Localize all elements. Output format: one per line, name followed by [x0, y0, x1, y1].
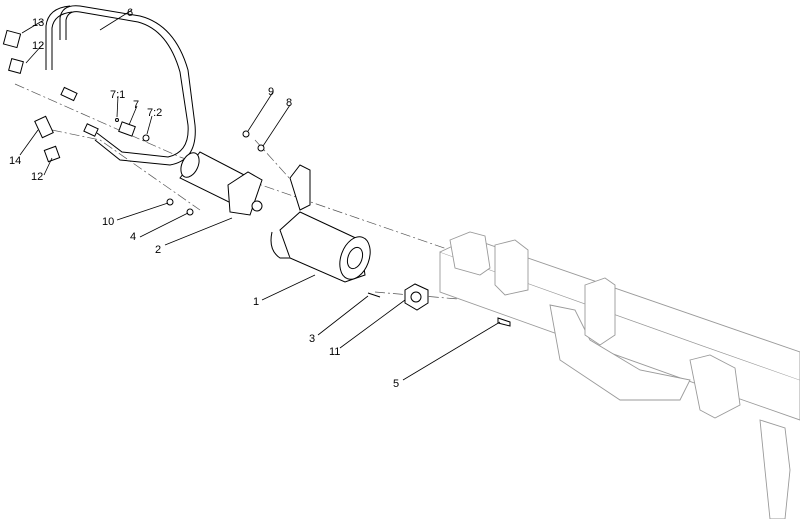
- callout-9: 9: [268, 86, 274, 98]
- callout-3: 3: [309, 333, 315, 345]
- callout-12-bottom: 12: [31, 171, 43, 183]
- small-hardware: [166, 130, 511, 327]
- callout-8: 8: [286, 97, 292, 109]
- mount-tube: [270, 164, 371, 283]
- callout-14: 14: [9, 155, 21, 167]
- callout-labels: 13 12 6 7:1 7 7:2 9 8 14 12 10 4 2 1 3 1…: [9, 7, 399, 390]
- callout-10: 10: [102, 216, 114, 228]
- callout-6: 6: [127, 7, 133, 19]
- hydraulic-hoses: [45, 5, 196, 166]
- callout-7-1: 7:1: [110, 89, 125, 101]
- callout-11: 11: [329, 346, 340, 358]
- leader-lines: [19, 9, 501, 381]
- callout-4: 4: [130, 231, 136, 243]
- callout-7: 7: [133, 99, 139, 111]
- callout-12-top: 12: [32, 40, 44, 52]
- callout-5: 5: [393, 378, 399, 390]
- callout-2: 2: [155, 244, 161, 256]
- callout-13: 13: [32, 17, 44, 29]
- callout-7-2: 7:2: [147, 107, 162, 119]
- hex-nut: [404, 283, 429, 311]
- callout-1: 1: [253, 296, 259, 308]
- hydraulic-motor: [179, 151, 263, 216]
- fittings: [2, 29, 150, 163]
- frame-ghost: [439, 231, 800, 519]
